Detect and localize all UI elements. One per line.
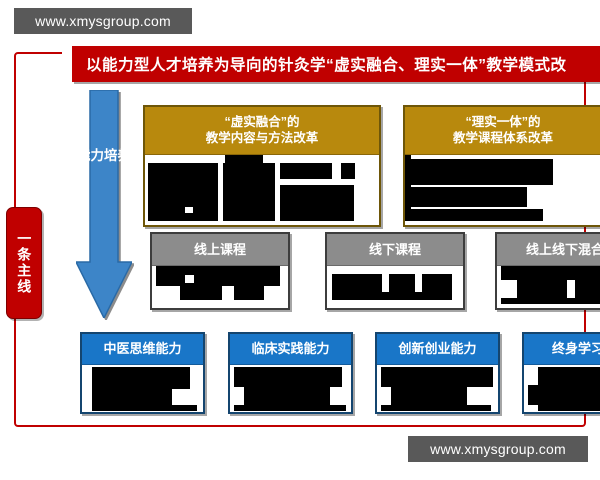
- course-panel-title: 线上线下混合: [497, 234, 600, 266]
- ability-panel-lifelong-learning[interactable]: 终身学习能: [522, 332, 600, 414]
- course-panel-offline[interactable]: 线下课程: [325, 232, 465, 310]
- diagram-title-banner: 以能力型人才培养为导向的针灸学“虚实融合、理实一体”教学模式改: [72, 46, 600, 82]
- ability-panel-title: 终身学习能: [524, 334, 600, 365]
- course-panel-title: 线下课程: [327, 234, 463, 266]
- ability-panel-title: 临床实践能力: [230, 334, 351, 365]
- ability-panel-body-redacted: [377, 365, 498, 412]
- reform-panel-body-redacted: [405, 155, 600, 225]
- course-panel-body-redacted: [152, 266, 288, 308]
- reform-panel-body-redacted: [145, 155, 379, 225]
- watermark-top: www.xmysgroup.com: [14, 8, 192, 34]
- ability-panel-title: 创新创业能力: [377, 334, 498, 365]
- ability-panel-body-redacted: [82, 365, 203, 412]
- ability-panel-tcm-thinking[interactable]: 中医思维能力: [80, 332, 205, 414]
- reform-panel-title: “理实一体”的 教学课程体系改革: [405, 107, 600, 155]
- reform-panel-theory-practice[interactable]: “理实一体”的 教学课程体系改革: [403, 105, 600, 227]
- ability-panel-body-redacted: [230, 365, 351, 412]
- ability-panel-clinical-practice[interactable]: 临床实践能力: [228, 332, 353, 414]
- ability-panel-title: 中医思维能力: [82, 334, 203, 365]
- course-panel-body-redacted: [497, 266, 600, 308]
- course-panel-blended[interactable]: 线上线下混合: [495, 232, 600, 310]
- watermark-bottom: www.xmysgroup.com: [408, 436, 588, 462]
- course-panel-title: 线上课程: [152, 234, 288, 266]
- reform-panel-virtual-real[interactable]: “虚实融合”的 教学内容与方法改革: [143, 105, 381, 227]
- course-panel-online[interactable]: 线上课程: [150, 232, 290, 310]
- ability-panel-body-redacted: [524, 365, 600, 412]
- reform-panel-title: “虚实融合”的 教学内容与方法改革: [145, 107, 379, 155]
- main-line-label: 一条主线: [16, 231, 33, 295]
- ability-training-arrow: [76, 90, 132, 318]
- course-panel-body-redacted: [327, 266, 463, 308]
- main-line-badge: 一条主线: [6, 207, 42, 319]
- ability-panel-innovation[interactable]: 创新创业能力: [375, 332, 500, 414]
